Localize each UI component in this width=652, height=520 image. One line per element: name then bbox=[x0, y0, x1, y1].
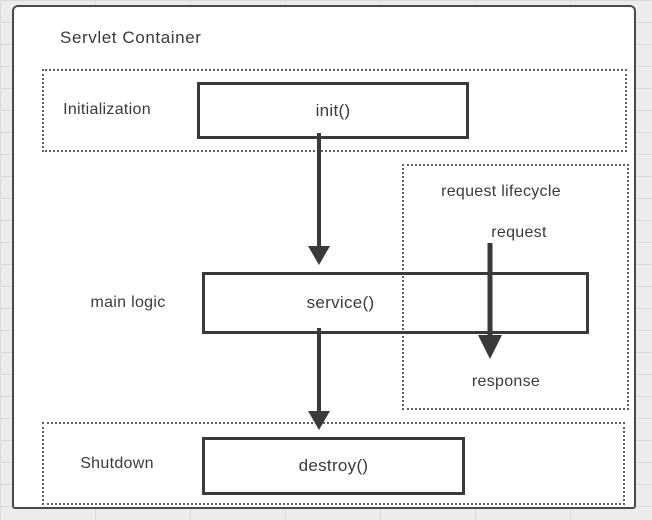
destroy-method-label: destroy() bbox=[298, 456, 369, 475]
initialization-label: Initialization bbox=[63, 101, 151, 118]
initialization-section bbox=[42, 69, 627, 152]
init-method-label: init() bbox=[315, 100, 351, 120]
service-method-box: service() bbox=[202, 272, 589, 334]
shutdown-label: Shutdown bbox=[80, 455, 154, 472]
shutdown-section bbox=[42, 422, 625, 505]
destroy-method-box: destroy() bbox=[202, 437, 465, 495]
diagram-title: Servlet Container bbox=[60, 28, 202, 47]
main-logic-label: main logic bbox=[90, 294, 166, 311]
service-method-label: service() bbox=[306, 293, 375, 312]
init-method-box: init() bbox=[197, 82, 469, 139]
response-label: response bbox=[471, 373, 541, 390]
request-lifecycle-section bbox=[402, 164, 629, 410]
servlet-container-panel: Servlet Container Initialization main lo… bbox=[12, 5, 636, 509]
request-label: request bbox=[491, 224, 547, 241]
request-lifecycle-label: request lifecycle bbox=[441, 183, 561, 200]
